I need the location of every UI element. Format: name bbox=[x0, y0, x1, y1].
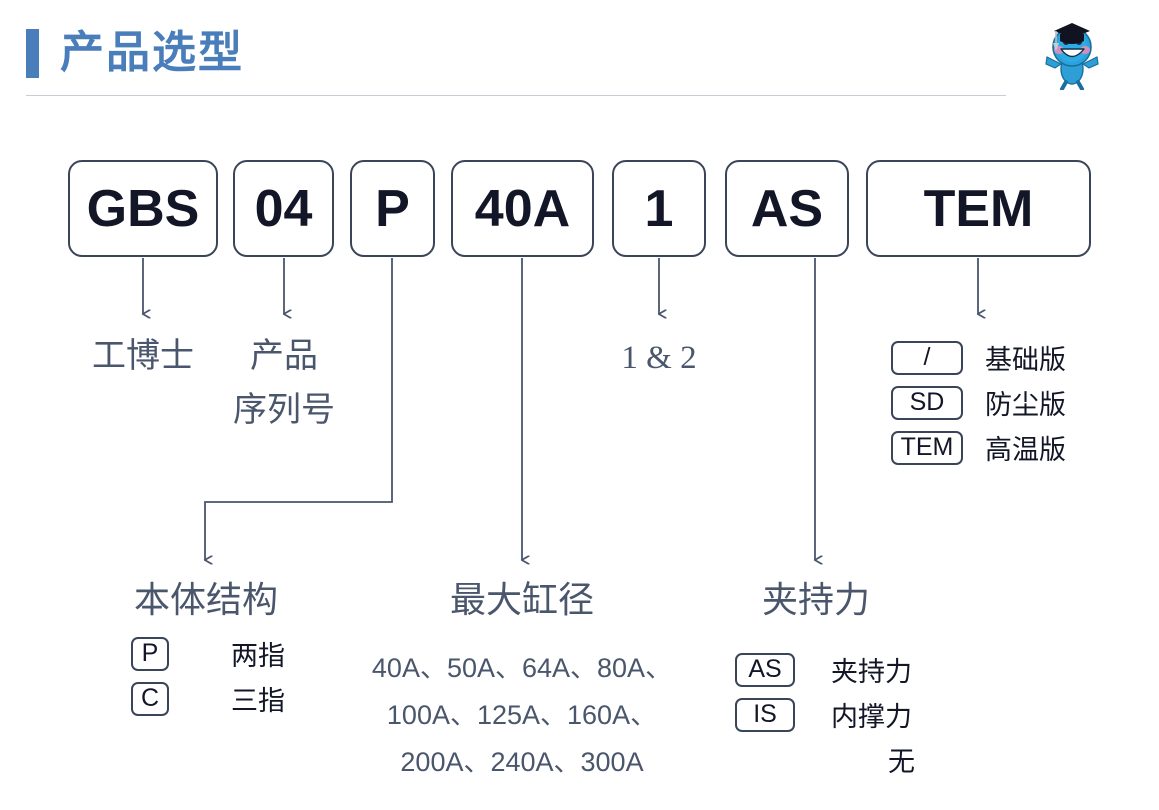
title-accent-bar bbox=[26, 29, 39, 78]
bore-title: 最大缸径 bbox=[449, 579, 594, 620]
force-label-clamp: 夹持力 bbox=[831, 657, 912, 687]
code-box-structure[interactable]: P bbox=[350, 160, 435, 257]
force-label-expand: 内撑力 bbox=[831, 702, 912, 732]
version-option-row[interactable]: SD 防尘版 bbox=[891, 383, 1066, 422]
callout-series-line1: 产品 bbox=[250, 337, 318, 375]
version-chip-basic[interactable]: / bbox=[891, 340, 963, 375]
bore-line: 200A、240A、300A bbox=[400, 747, 644, 777]
callout-stroke-label: 1 & 2 bbox=[621, 340, 697, 376]
callout-series-line2: 序列号 bbox=[233, 391, 335, 429]
version-chip-dustproof[interactable]: SD bbox=[891, 385, 963, 420]
structure-chip-two-finger[interactable]: P bbox=[131, 636, 169, 671]
force-label-none: 无 bbox=[888, 747, 915, 777]
structure-label-three-finger: 三指 bbox=[231, 686, 285, 716]
force-chip-none-placeholder bbox=[735, 742, 795, 777]
code-box-force[interactable]: AS bbox=[725, 160, 849, 257]
header-divider bbox=[26, 95, 1006, 96]
force-options: AS 夹持力 IS 内撑力 无 bbox=[735, 650, 915, 785]
version-options: / 基础版 SD 防尘版 TEM 高温版 bbox=[891, 338, 1066, 473]
force-option-row: 无 bbox=[735, 740, 915, 779]
version-label-basic: 基础版 bbox=[985, 345, 1066, 375]
force-title: 夹持力 bbox=[761, 579, 870, 620]
code-box-version[interactable]: TEM bbox=[866, 160, 1091, 257]
page-title: 产品选型 bbox=[60, 28, 244, 77]
force-chip-clamp[interactable]: AS bbox=[735, 652, 795, 687]
code-box-bore[interactable]: 40A bbox=[451, 160, 594, 257]
version-option-row[interactable]: / 基础版 bbox=[891, 338, 1066, 377]
structure-option-row[interactable]: P 两指 bbox=[131, 634, 285, 673]
callout-brand-label: 工博士 bbox=[92, 337, 194, 375]
version-option-row[interactable]: TEM 高温版 bbox=[891, 428, 1066, 467]
bore-size-list: 40A、50A、64A、80A、 100A、125A、160A、 200A、24… bbox=[352, 645, 692, 786]
bore-line: 40A、50A、64A、80A、 bbox=[371, 653, 673, 683]
version-label-dustproof: 防尘版 bbox=[985, 390, 1066, 420]
code-box-series[interactable]: 04 bbox=[233, 160, 334, 257]
structure-option-row[interactable]: C 三指 bbox=[131, 679, 285, 718]
structure-options: P 两指 C 三指 bbox=[131, 634, 285, 724]
code-box-stroke[interactable]: 1 bbox=[612, 160, 706, 257]
force-option-row[interactable]: IS 内撑力 bbox=[735, 695, 915, 734]
code-box-brand[interactable]: GBS bbox=[68, 160, 218, 257]
graduate-mascot-icon bbox=[1030, 14, 1114, 91]
structure-chip-three-finger[interactable]: C bbox=[131, 681, 169, 716]
structure-title: 本体结构 bbox=[133, 579, 278, 620]
force-chip-expand[interactable]: IS bbox=[735, 697, 795, 732]
version-chip-hightemp[interactable]: TEM bbox=[891, 430, 963, 465]
structure-label-two-finger: 两指 bbox=[231, 641, 285, 671]
force-option-row[interactable]: AS 夹持力 bbox=[735, 650, 915, 689]
bore-line: 100A、125A、160A、 bbox=[386, 700, 658, 730]
version-label-hightemp: 高温版 bbox=[985, 435, 1066, 465]
